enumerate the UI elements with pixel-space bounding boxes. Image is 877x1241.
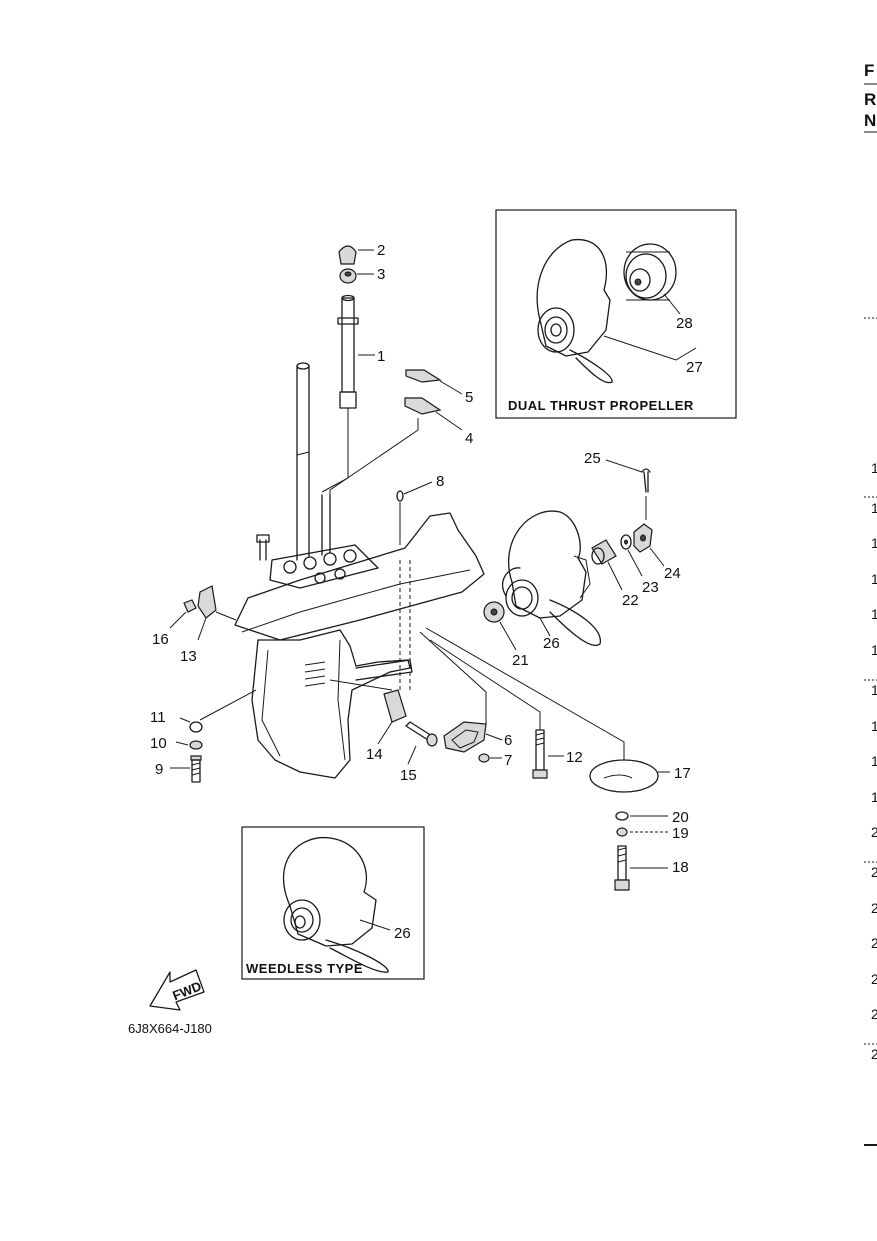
callout-8: 8 <box>436 473 444 490</box>
edge-row-mark: 1 <box>871 500 877 516</box>
edge-row-mark: 1 <box>871 718 877 734</box>
weedless-label: WEEDLESS TYPE <box>246 961 363 976</box>
weedless-callout-26: 26 <box>394 925 411 942</box>
callout-15: 15 <box>400 767 417 784</box>
callout-14: 14 <box>366 746 383 763</box>
fwd-label: FWD <box>170 978 203 1003</box>
edge-row-mark: 2 <box>871 900 877 916</box>
trim-tab-13 <box>197 585 237 641</box>
dual-thrust-label: DUAL THRUST PROPELLER <box>508 398 694 413</box>
anode-14 <box>329 679 407 745</box>
anode-17 <box>425 627 670 793</box>
callout-23: 23 <box>642 579 659 596</box>
callout-21: 21 <box>512 652 529 669</box>
edge-header-n: N <box>864 111 876 130</box>
pad-4 <box>329 397 463 496</box>
callout-26: 26 <box>543 635 560 652</box>
dual-thrust-inset <box>495 209 737 419</box>
cover-6 <box>419 631 503 753</box>
pad-5 <box>405 369 463 395</box>
washer-21 <box>483 601 517 651</box>
edge-header-r: R <box>864 90 876 109</box>
washer-19 <box>616 827 668 837</box>
washer-23 <box>620 534 643 577</box>
edge-row-mark: 2 <box>871 1006 877 1022</box>
callout-18: 18 <box>672 859 689 876</box>
spacer-22 <box>591 539 623 591</box>
callout-13: 13 <box>180 648 197 665</box>
edge-row-mark: 1 <box>871 606 877 622</box>
edge-row-mark: 1 <box>871 460 877 476</box>
right-edge-rules <box>864 83 877 1146</box>
callout-16: 16 <box>152 631 169 648</box>
callout-5: 5 <box>465 389 473 406</box>
callout-11: 11 <box>150 709 166 726</box>
cotter-pin-25 <box>605 459 651 520</box>
callout-9: 9 <box>155 761 163 778</box>
edge-row-mark: 1 <box>871 789 877 805</box>
bolt-15 <box>405 721 438 765</box>
propeller-26 <box>501 510 601 647</box>
edge-row-mark: 1 <box>871 642 877 658</box>
edge-row-mark: 2 <box>871 824 877 840</box>
callout-17: 17 <box>674 765 691 782</box>
lower-casing <box>234 362 485 779</box>
edge-header-f: F <box>864 61 874 80</box>
callout-22: 22 <box>622 592 639 609</box>
nut-24 <box>633 523 665 567</box>
edge-row-mark: 2 <box>871 971 877 987</box>
callout-27: 27 <box>686 359 703 376</box>
edge-row-mark: 2 <box>871 864 877 880</box>
washer-10 <box>175 740 203 750</box>
fwd-arrow <box>149 969 205 1011</box>
callout-4: 4 <box>465 430 473 447</box>
water-tube <box>321 294 375 493</box>
callout-20: 20 <box>672 809 689 826</box>
callout-1: 1 <box>377 348 385 365</box>
plug-8 <box>396 481 433 545</box>
edge-row-mark: 1 <box>871 571 877 587</box>
callout-12: 12 <box>566 749 583 766</box>
edge-row-mark: 2 <box>871 1046 877 1062</box>
edge-row-mark: 1 <box>871 535 877 551</box>
bolt-18 <box>614 845 668 891</box>
callout-3: 3 <box>377 266 385 283</box>
callout-7: 7 <box>504 752 512 769</box>
weedless-inset <box>241 826 425 980</box>
callout-24: 24 <box>664 565 681 582</box>
callout-19: 19 <box>672 825 689 842</box>
callout-6: 6 <box>504 732 512 749</box>
callout-25: 25 <box>584 450 601 467</box>
drawing-code: 6J8X664-J180 <box>128 1021 212 1036</box>
bolt-16 <box>169 599 197 629</box>
washer-20 <box>615 811 668 821</box>
washer-11 <box>179 689 257 733</box>
bolt-9 <box>170 755 202 783</box>
grommet-2 <box>338 245 374 265</box>
edge-row-mark: 2 <box>871 935 877 951</box>
callout-10: 10 <box>150 735 167 752</box>
screw-7 <box>478 753 502 763</box>
edge-row-mark: 1 <box>871 682 877 698</box>
callout-28: 28 <box>676 315 693 332</box>
edge-row-mark: 1 <box>871 753 877 769</box>
callout-2: 2 <box>377 242 385 259</box>
bolt-12 <box>429 639 564 779</box>
seal-3 <box>339 268 374 284</box>
